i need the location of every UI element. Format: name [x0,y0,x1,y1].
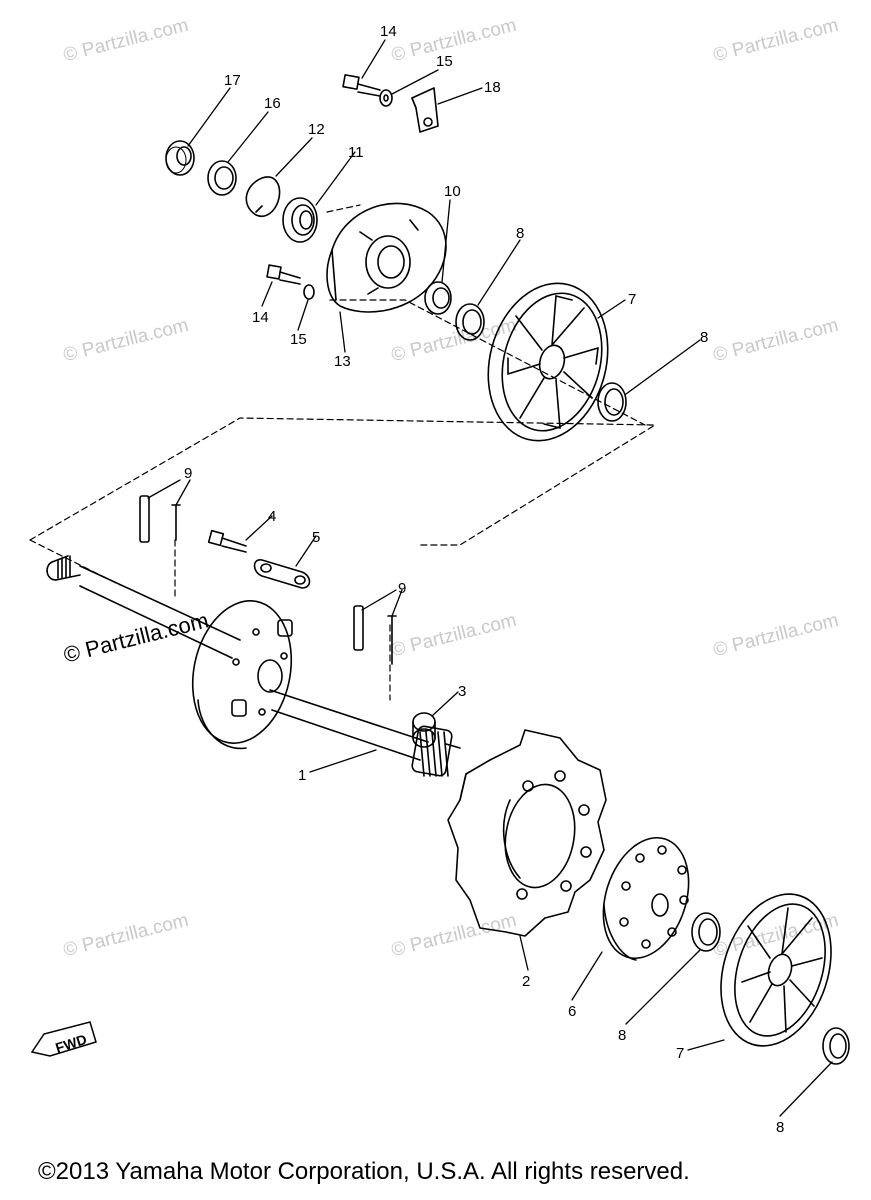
bolt-top [342,74,381,97]
washer-8c [691,912,721,952]
callout-6: 6 [568,1003,576,1020]
drive-shaft [46,555,461,777]
callout-17: 17 [224,72,241,89]
callout-8: 8 [618,1027,626,1044]
washer-8a [455,303,485,341]
washer-top [379,89,393,107]
callout-18: 18 [484,79,501,96]
callout-9: 9 [184,465,192,482]
callout-numbers: 11 10 8 7 8 12 16 17 14 15 18 14 15 13 9… [184,23,784,1136]
assembly-guide-lines [29,204,656,701]
callout-14: 14 [252,309,269,326]
copyright-notice: ©2013 Yamaha Motor Corporation, U.S.A. A… [38,1158,690,1185]
washer-lower [303,284,315,300]
callout-15: 15 [436,53,453,70]
seal-10 [424,281,452,315]
callout-2: 2 [522,973,530,990]
hub-flange-left [191,600,293,750]
callout-8: 8 [700,329,708,346]
fwd-arrow: FWD [30,1021,97,1057]
flange-plate-6 [602,836,690,961]
washer-8d [822,1027,850,1065]
callout-10: 10 [444,183,461,200]
callout-15: 15 [290,331,307,348]
callout-16: 16 [264,95,281,112]
bearing-11 [282,197,318,243]
circlip-12 [245,176,281,218]
bearing-housing-13 [326,202,447,313]
leader-lines [147,39,833,1117]
collar-3 [412,712,436,748]
pins-9a [139,495,181,543]
callout-12: 12 [308,121,325,138]
bolt-lower [266,264,301,285]
callout-5: 5 [312,529,320,546]
callout-8: 8 [516,225,524,242]
callout-11: 11 [348,144,364,161]
callout-7: 7 [676,1045,684,1062]
pins-9b [353,605,397,665]
callout-4: 4 [268,508,276,525]
idler-wheel-top [487,282,609,442]
washer-8b [597,382,627,422]
idler-wheel-bottom [720,893,832,1047]
callout-8: 8 [776,1119,784,1136]
strap-5 [253,559,311,589]
drive-sprocket-2 [447,729,607,937]
washer-16 [207,160,237,196]
callout-9: 9 [398,580,406,597]
exploded-view-drawing: 11 10 8 7 8 12 16 17 14 15 18 14 15 13 9… [29,23,850,1136]
seal-17 [165,140,195,176]
bolt-4 [207,529,247,553]
callout-13: 13 [334,353,351,370]
callout-3: 3 [458,683,466,700]
callout-7: 7 [628,291,636,308]
callout-14: 14 [380,23,397,40]
bracket-18 [411,87,439,133]
callout-1: 1 [298,767,306,784]
